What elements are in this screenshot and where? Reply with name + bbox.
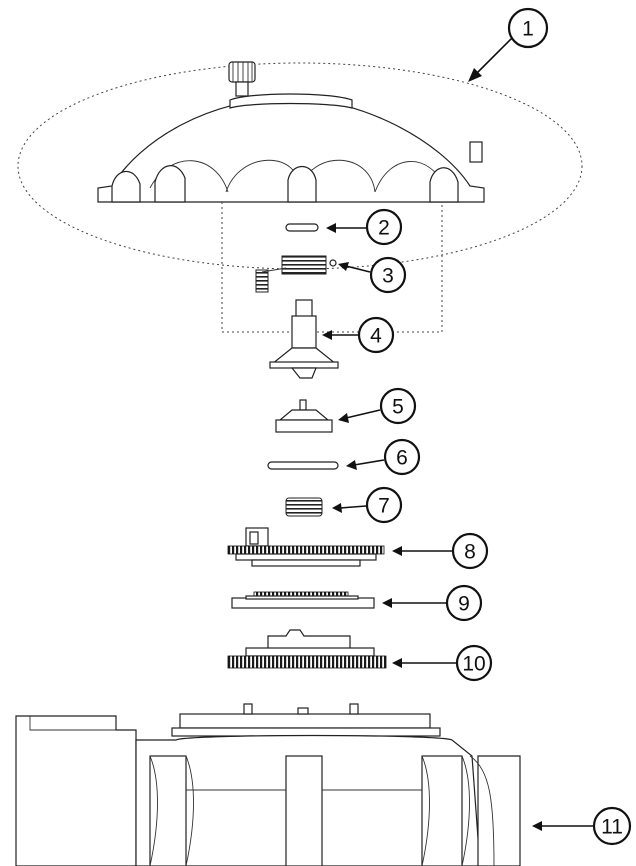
part-3-spring-clip xyxy=(255,255,337,293)
callout-10-label: 10 xyxy=(462,653,485,676)
callout-2-label: 2 xyxy=(378,217,390,240)
part-8-gear xyxy=(227,527,385,567)
part-7-spring xyxy=(285,497,323,517)
callout-4-label: 4 xyxy=(370,325,382,348)
callout-9: 9 xyxy=(382,584,483,622)
callout-9-label: 9 xyxy=(458,593,470,616)
callout-8-label: 8 xyxy=(464,541,476,564)
callout-1-label: 1 xyxy=(522,18,534,41)
callout-1: 1 xyxy=(468,7,549,82)
part-1-highlight-ellipse xyxy=(17,62,583,270)
part-2-pin xyxy=(285,223,319,232)
callout-2: 2 xyxy=(326,208,403,246)
callout-11-label: 11 xyxy=(601,816,623,839)
callout-3-label: 3 xyxy=(382,265,394,288)
callout-6-label: 6 xyxy=(396,447,408,470)
part-6-washer xyxy=(267,461,339,470)
callout-10: 10 xyxy=(392,644,493,682)
callout-8: 8 xyxy=(392,532,489,570)
part-1-dome-cover xyxy=(17,61,583,333)
callout-7-label: 7 xyxy=(378,495,390,518)
callout-5: 5 xyxy=(338,387,417,425)
callout-4: 4 xyxy=(322,316,395,354)
callout-11: 11 xyxy=(532,806,632,846)
part-9-gear-plate xyxy=(231,591,375,609)
callout-5-label: 5 xyxy=(392,396,404,419)
part-4-shaft xyxy=(269,299,339,379)
callout-7: 7 xyxy=(332,486,403,524)
callout-6: 6 xyxy=(346,438,421,476)
part-1-highlight-box xyxy=(221,202,443,333)
part-5-stepped-cap xyxy=(275,399,333,433)
callout-3: 3 xyxy=(338,256,407,294)
part-10-gear-housing xyxy=(227,629,387,669)
part-11-base-housing xyxy=(15,703,521,866)
